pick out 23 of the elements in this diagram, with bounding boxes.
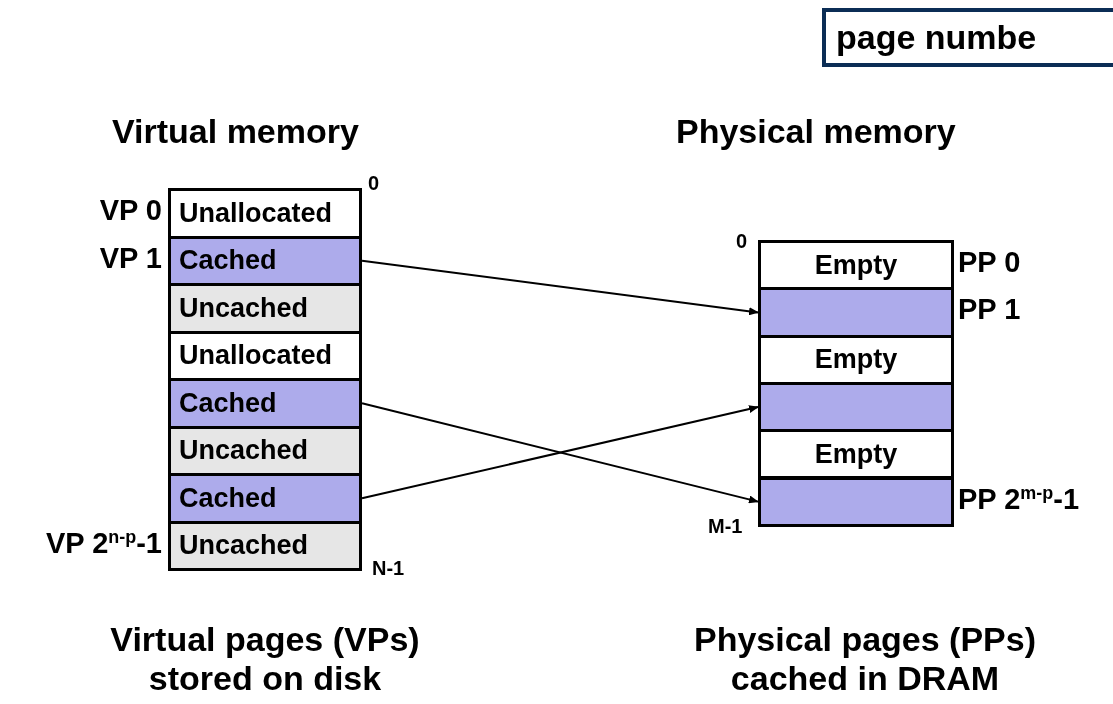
column-heading: Virtual memory [112,112,359,151]
address-label: M-1 [708,515,743,538]
page-slot: Unallocated [168,188,362,239]
address-label: N-1 [372,557,405,580]
page-slot: Cached [168,378,362,429]
arrow [361,259,759,316]
page-number-label: PP 2$^{m-p}$-1 [958,482,1080,516]
column-heading: Physical memory [676,112,956,151]
page-number-label: PP 1 [958,293,1021,327]
page-slot [758,476,954,527]
address-label: 0 [368,172,380,195]
page-slot: Empty [758,429,954,480]
address-label: 0 [736,230,748,253]
page-slot: Cached [168,473,362,524]
page-number-label: VP 1 [99,241,162,275]
page-slot [758,287,954,338]
page-number-label: VP 0 [99,194,162,227]
column-caption: Virtual pages (VPs) stored on disk [109,620,421,699]
page-number-label: PP 0 [958,246,1021,279]
page-number-label: VP 2$^{n-p}$-1 [45,526,162,560]
heading-box: page numbe [822,8,1113,67]
page-slot: Uncached [168,283,362,334]
column-caption: Physical pages (PPs) cached in DRAM [692,620,1037,699]
